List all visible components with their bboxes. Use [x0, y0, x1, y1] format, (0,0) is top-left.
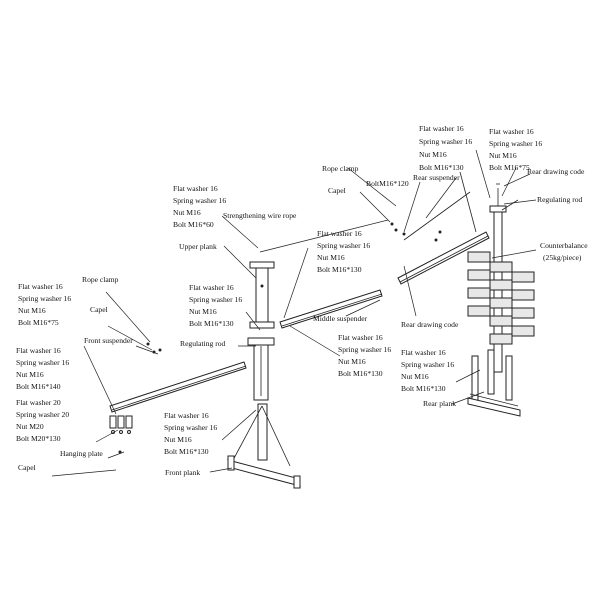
counterbalance-weights [467, 251, 535, 345]
svg-text:Spring washer 16: Spring washer 16 [338, 345, 391, 354]
callout-tr-stack-a: Flat washer 16 Spring washer 16 Nut M16 … [419, 124, 472, 172]
svg-text:Counterbalance: Counterbalance [540, 241, 588, 250]
svg-text:Flat washer 16: Flat washer 16 [164, 411, 209, 420]
svg-text:Bolt M16*130: Bolt M16*130 [419, 163, 464, 172]
hardware-dots [118, 222, 442, 454]
label-regulating-rod-center: Regulating rod [180, 339, 226, 348]
svg-text:Flat washer 20: Flat washer 20 [16, 398, 61, 407]
callout-rear-stack: Flat washer 16 Spring washer 16 Nut M16 … [401, 348, 454, 393]
leader-lines [51, 149, 537, 477]
callout-mid-right-stack: Flat washer 16 Spring washer 16 Nut M16 … [338, 333, 391, 378]
svg-text:Bolt M16*130: Bolt M16*130 [164, 447, 209, 456]
callout-center-stack: Flat washer 16 Spring washer 16 Nut M16 … [189, 283, 242, 328]
label-regulating-rod-right: Regulating rod [537, 195, 583, 204]
svg-text:Spring washer 20: Spring washer 20 [16, 410, 69, 419]
svg-text:Spring washer 16: Spring washer 16 [489, 139, 542, 148]
label-rear-drawing-code-top: Rear drawing code [527, 167, 585, 176]
label-upper-plank: Upper plank [179, 242, 217, 251]
svg-text:Spring washer 16: Spring washer 16 [173, 196, 226, 205]
labels: Flat washer 16 Spring washer 16 Nut M16 … [16, 124, 588, 477]
label-capel-left: Capel [90, 305, 108, 314]
regulating-rod-center [247, 337, 275, 401]
label-strengthening-wire-rope: Strengthening wire rope [223, 211, 297, 220]
front-plank-stand [227, 403, 301, 489]
upper-plank-post [249, 261, 275, 329]
svg-text:Spring washer 16: Spring washer 16 [317, 241, 370, 250]
svg-text:Nut M20: Nut M20 [16, 422, 44, 431]
svg-text:Bolt M16*130: Bolt M16*130 [401, 384, 446, 393]
label-hanging-plate: Hanging plate [60, 449, 103, 458]
label-rear-drawing-code-mid: Rear drawing code [401, 320, 459, 329]
svg-text:Nut M16: Nut M16 [16, 370, 44, 379]
label-front-suspender: Front suspender [84, 336, 133, 345]
label-capel-bottom: Capel [18, 463, 36, 472]
svg-text:Bolt M16*130: Bolt M16*130 [317, 265, 362, 274]
svg-text:Bolt M20*130: Bolt M20*130 [16, 434, 61, 443]
svg-text:Spring washer 16: Spring washer 16 [164, 423, 217, 432]
svg-text:Bolt M16*130: Bolt M16*130 [189, 319, 234, 328]
callout-stack-m20: Flat washer 20 Spring washer 20 Nut M20 … [16, 398, 69, 443]
svg-text:Flat washer 16: Flat washer 16 [18, 282, 63, 291]
svg-text:Flat washer 16: Flat washer 16 [419, 124, 464, 133]
svg-text:(25kg/piece): (25kg/piece) [543, 253, 582, 262]
label-rope-clamp-top: Rope clamp [322, 164, 359, 173]
parts-drawing [109, 171, 535, 489]
middle-suspender-beam [279, 289, 383, 329]
svg-text:Bolt M16*75: Bolt M16*75 [18, 318, 59, 327]
svg-text:Nut M16: Nut M16 [401, 372, 429, 381]
svg-text:Nut M16: Nut M16 [173, 208, 201, 217]
svg-text:Flat washer 16: Flat washer 16 [173, 184, 218, 193]
rear-suspender-beam [397, 231, 490, 285]
svg-text:Flat washer 16: Flat washer 16 [338, 333, 383, 342]
label-middle-suspender: Middle suspender [313, 314, 368, 323]
svg-text:Nut M16: Nut M16 [164, 435, 192, 444]
svg-text:Spring washer 16: Spring washer 16 [16, 358, 69, 367]
svg-text:Spring washer 16: Spring washer 16 [419, 137, 472, 146]
rear-drawing-code-top [403, 171, 477, 241]
rear-plank-frame [467, 349, 521, 417]
svg-text:Bolt M16*75: Bolt M16*75 [489, 163, 530, 172]
label-rope-clamp-left: Rope clamp [82, 275, 119, 284]
svg-text:Flat washer 16: Flat washer 16 [317, 229, 362, 238]
counterweight-column [489, 183, 519, 373]
svg-text:Bolt M16*130: Bolt M16*130 [338, 369, 383, 378]
label-rear-plank: Rear plank [423, 399, 456, 408]
svg-text:Bolt M16*60: Bolt M16*60 [173, 220, 214, 229]
label-capel-top: Capel [328, 186, 346, 195]
svg-text:Nut M16: Nut M16 [317, 253, 345, 262]
callout-mid-stack: Flat washer 16 Spring washer 16 Nut M16 … [317, 229, 370, 274]
hanging-plate-bolts [109, 415, 133, 434]
label-rear-suspender: Rear suspender [413, 173, 460, 182]
svg-text:Bolt M16*140: Bolt M16*140 [16, 382, 61, 391]
callout-front-stack: Flat washer 16 Spring washer 16 Nut M16 … [164, 411, 217, 456]
svg-text:Flat washer 16: Flat washer 16 [401, 348, 446, 357]
callout-tr-stack-b: Flat washer 16 Spring washer 16 Nut M16 … [489, 127, 542, 172]
svg-text:Spring washer 16: Spring washer 16 [189, 295, 242, 304]
svg-text:Spring washer 16: Spring washer 16 [401, 360, 454, 369]
front-suspender-beam [109, 361, 247, 413]
callout-counterbalance: Counterbalance (25kg/piece) [540, 241, 588, 262]
callout-left-stack: Flat washer 16 Spring washer 16 Nut M16 … [18, 282, 71, 327]
svg-text:Flat washer 16: Flat washer 16 [489, 127, 534, 136]
svg-text:Flat washer 16: Flat washer 16 [189, 283, 234, 292]
svg-text:Spring washer 16: Spring washer 16 [18, 294, 71, 303]
svg-text:Nut M16: Nut M16 [18, 306, 46, 315]
svg-text:Nut M16: Nut M16 [489, 151, 517, 160]
callout-upper-stack: Flat washer 16 Spring washer 16 Nut M16 … [173, 184, 226, 229]
label-front-plank: Front plank [165, 468, 200, 477]
svg-text:Nut M16: Nut M16 [189, 307, 217, 316]
strengthening-wire-rope [259, 219, 389, 253]
svg-text:Nut M16: Nut M16 [419, 150, 447, 159]
svg-text:Flat washer 16: Flat washer 16 [16, 346, 61, 355]
svg-text:Nut M16: Nut M16 [338, 357, 366, 366]
callout-stack-140: Flat washer 16 Spring washer 16 Nut M16 … [16, 346, 69, 391]
label-bolt-m16-120: BoltM16*120 [366, 179, 409, 188]
